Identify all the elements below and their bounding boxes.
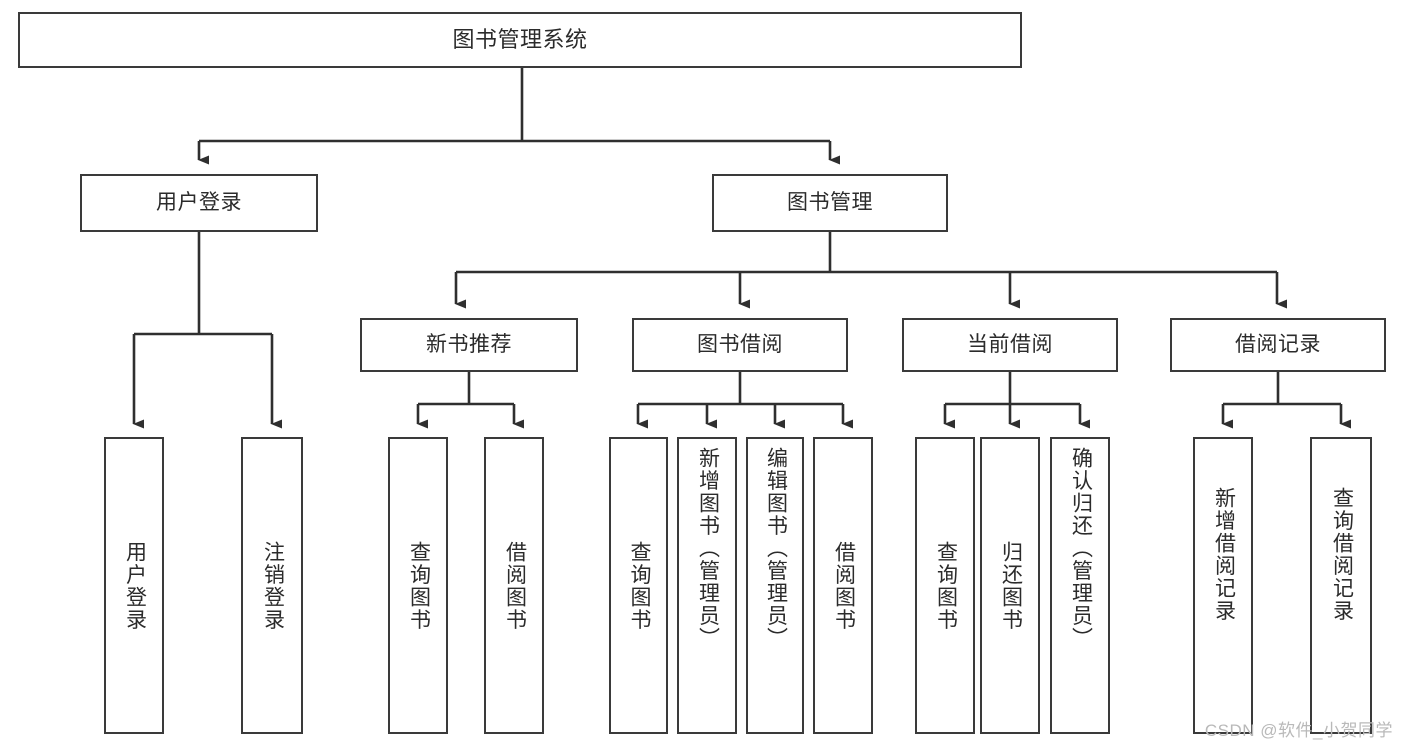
node-leaf-query-book-rec[interactable]: 查询图书 bbox=[388, 437, 448, 734]
node-leaf-query-book-bor[interactable]: 查询图书 bbox=[609, 437, 668, 734]
node-borrow-record-label: 借阅记录 bbox=[1235, 332, 1321, 356]
node-leaf-confirm-return-label: 确认归还（管理员） bbox=[1069, 447, 1093, 650]
node-leaf-borrow-book-bor[interactable]: 借阅图书 bbox=[813, 437, 873, 734]
edge-newbook-to-leaves bbox=[416, 372, 524, 429]
edge-borrowrecord-to-leaves bbox=[1221, 372, 1351, 429]
node-leaf-query-book-bor-label: 查询图书 bbox=[627, 540, 651, 631]
node-book-borrow-label: 图书借阅 bbox=[697, 332, 783, 356]
node-leaf-query-record[interactable]: 查询借阅记录 bbox=[1310, 437, 1372, 734]
edge-root-to-level2 bbox=[197, 68, 840, 165]
node-book-manage-label: 图书管理 bbox=[787, 190, 873, 214]
node-leaf-query-book-cur-label: 查询图书 bbox=[934, 540, 958, 631]
node-leaf-query-record-label: 查询借阅记录 bbox=[1330, 487, 1354, 622]
csdn-watermark: CSDN @软件_小贺同学 bbox=[1204, 721, 1393, 740]
node-book-borrow[interactable]: 图书借阅 bbox=[632, 318, 848, 372]
node-book-manage[interactable]: 图书管理 bbox=[712, 174, 948, 232]
node-leaf-borrow-book-bor-label: 借阅图书 bbox=[832, 540, 856, 631]
node-leaf-add-book-label: 新增图书（管理员） bbox=[696, 447, 720, 650]
node-leaf-user-login[interactable]: 用户登录 bbox=[104, 437, 164, 734]
node-leaf-logout-label: 注销登录 bbox=[261, 540, 285, 631]
node-leaf-query-book-rec-label: 查询图书 bbox=[407, 540, 431, 631]
node-borrow-record[interactable]: 借阅记录 bbox=[1170, 318, 1386, 372]
node-leaf-add-record-label: 新增借阅记录 bbox=[1212, 487, 1236, 622]
node-user-login-label: 用户登录 bbox=[156, 190, 242, 214]
node-leaf-return-book[interactable]: 归还图书 bbox=[980, 437, 1040, 734]
edge-bookborrow-to-leaves bbox=[636, 372, 853, 429]
node-leaf-logout[interactable]: 注销登录 bbox=[241, 437, 303, 734]
node-leaf-add-record[interactable]: 新增借阅记录 bbox=[1193, 437, 1253, 734]
node-current-borrow-label: 当前借阅 bbox=[967, 332, 1053, 356]
node-leaf-edit-book[interactable]: 编辑图书（管理员） bbox=[746, 437, 804, 734]
node-root[interactable]: 图书管理系统 bbox=[18, 12, 1022, 68]
edge-userlogin-to-leaves bbox=[132, 232, 282, 429]
node-leaf-borrow-book-rec-label: 借阅图书 bbox=[503, 540, 527, 631]
node-leaf-borrow-book-rec[interactable]: 借阅图书 bbox=[484, 437, 544, 734]
node-leaf-user-login-label: 用户登录 bbox=[123, 540, 147, 631]
edge-bookmanage-to-level3 bbox=[454, 232, 1287, 309]
node-root-label: 图书管理系统 bbox=[452, 27, 588, 53]
node-leaf-add-book[interactable]: 新增图书（管理员） bbox=[677, 437, 737, 734]
node-user-login[interactable]: 用户登录 bbox=[80, 174, 318, 232]
node-leaf-return-book-label: 归还图书 bbox=[999, 540, 1023, 631]
node-leaf-confirm-return[interactable]: 确认归还（管理员） bbox=[1050, 437, 1110, 734]
node-new-book-recommend-label: 新书推荐 bbox=[426, 332, 512, 356]
node-new-book-recommend[interactable]: 新书推荐 bbox=[360, 318, 578, 372]
node-leaf-edit-book-label: 编辑图书（管理员） bbox=[764, 447, 788, 650]
node-leaf-query-book-cur[interactable]: 查询图书 bbox=[915, 437, 975, 734]
edge-currentborrow-to-leaves bbox=[943, 372, 1090, 429]
node-current-borrow[interactable]: 当前借阅 bbox=[902, 318, 1118, 372]
